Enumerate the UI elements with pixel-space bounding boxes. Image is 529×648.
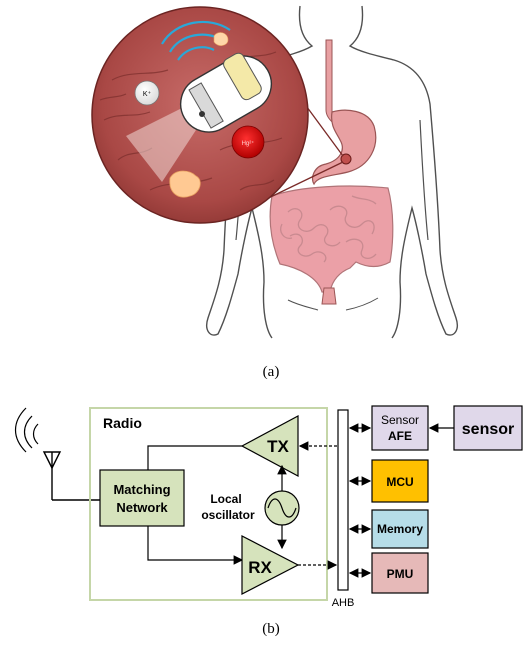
sensor-label: sensor xyxy=(462,421,514,438)
matching-network-block xyxy=(99,469,185,527)
particle-small xyxy=(213,32,229,46)
local-oscillator-label-line1: Local xyxy=(210,492,241,506)
rectum xyxy=(321,287,337,305)
sensor-afe-block xyxy=(371,405,429,451)
ahb-bus xyxy=(337,409,349,591)
mcu-block xyxy=(371,459,429,503)
local-oscillator-label-line2: oscillator xyxy=(201,508,255,522)
memory-label: Memory xyxy=(377,522,423,536)
tx-label: TX xyxy=(267,437,289,456)
rx-amplifier xyxy=(241,535,300,595)
particle-large xyxy=(169,170,201,198)
tx-path-wire xyxy=(147,445,242,470)
capsule-device xyxy=(179,52,273,133)
sensor-afe-label-line1: Sensor xyxy=(381,413,419,427)
pmu-block xyxy=(371,552,429,594)
potassium-ion xyxy=(134,80,160,106)
matching-network-label-line1: Matching xyxy=(113,482,170,497)
rx-label: RX xyxy=(248,558,272,577)
sensor-afe-label-line2: AFE xyxy=(388,429,412,443)
rx-path-wire xyxy=(147,526,244,565)
sensor-block xyxy=(453,405,523,451)
inner-arm-right xyxy=(419,119,429,241)
stomach xyxy=(311,109,377,186)
potassium-ion-label: K⁺ xyxy=(143,91,152,98)
ahb-label: AHB xyxy=(332,597,355,609)
mcu-label: MCU xyxy=(386,475,413,489)
matching-network-label-line2: Network xyxy=(116,500,168,515)
radio-block xyxy=(89,407,328,601)
caption-b: (b) xyxy=(262,621,280,637)
mercury-ion-label: Hg²⁺ xyxy=(242,140,255,147)
magnifier-inset: K⁺ Hg²⁺ xyxy=(91,6,309,224)
memory-block xyxy=(371,509,429,549)
caption-a: (a) xyxy=(263,364,280,380)
capsule-location-marker xyxy=(340,153,352,165)
tx-amplifier xyxy=(240,414,299,478)
sine-wave-icon xyxy=(267,498,297,518)
hip-line xyxy=(287,297,379,311)
torso-outline-right xyxy=(348,5,458,339)
mercury-ion xyxy=(231,125,265,159)
pmu-label: PMU xyxy=(387,567,414,581)
small-intestine xyxy=(280,195,377,263)
antenna-icon xyxy=(14,407,100,501)
capsule-light-beam xyxy=(126,108,196,182)
radio-label: Radio xyxy=(103,415,142,431)
